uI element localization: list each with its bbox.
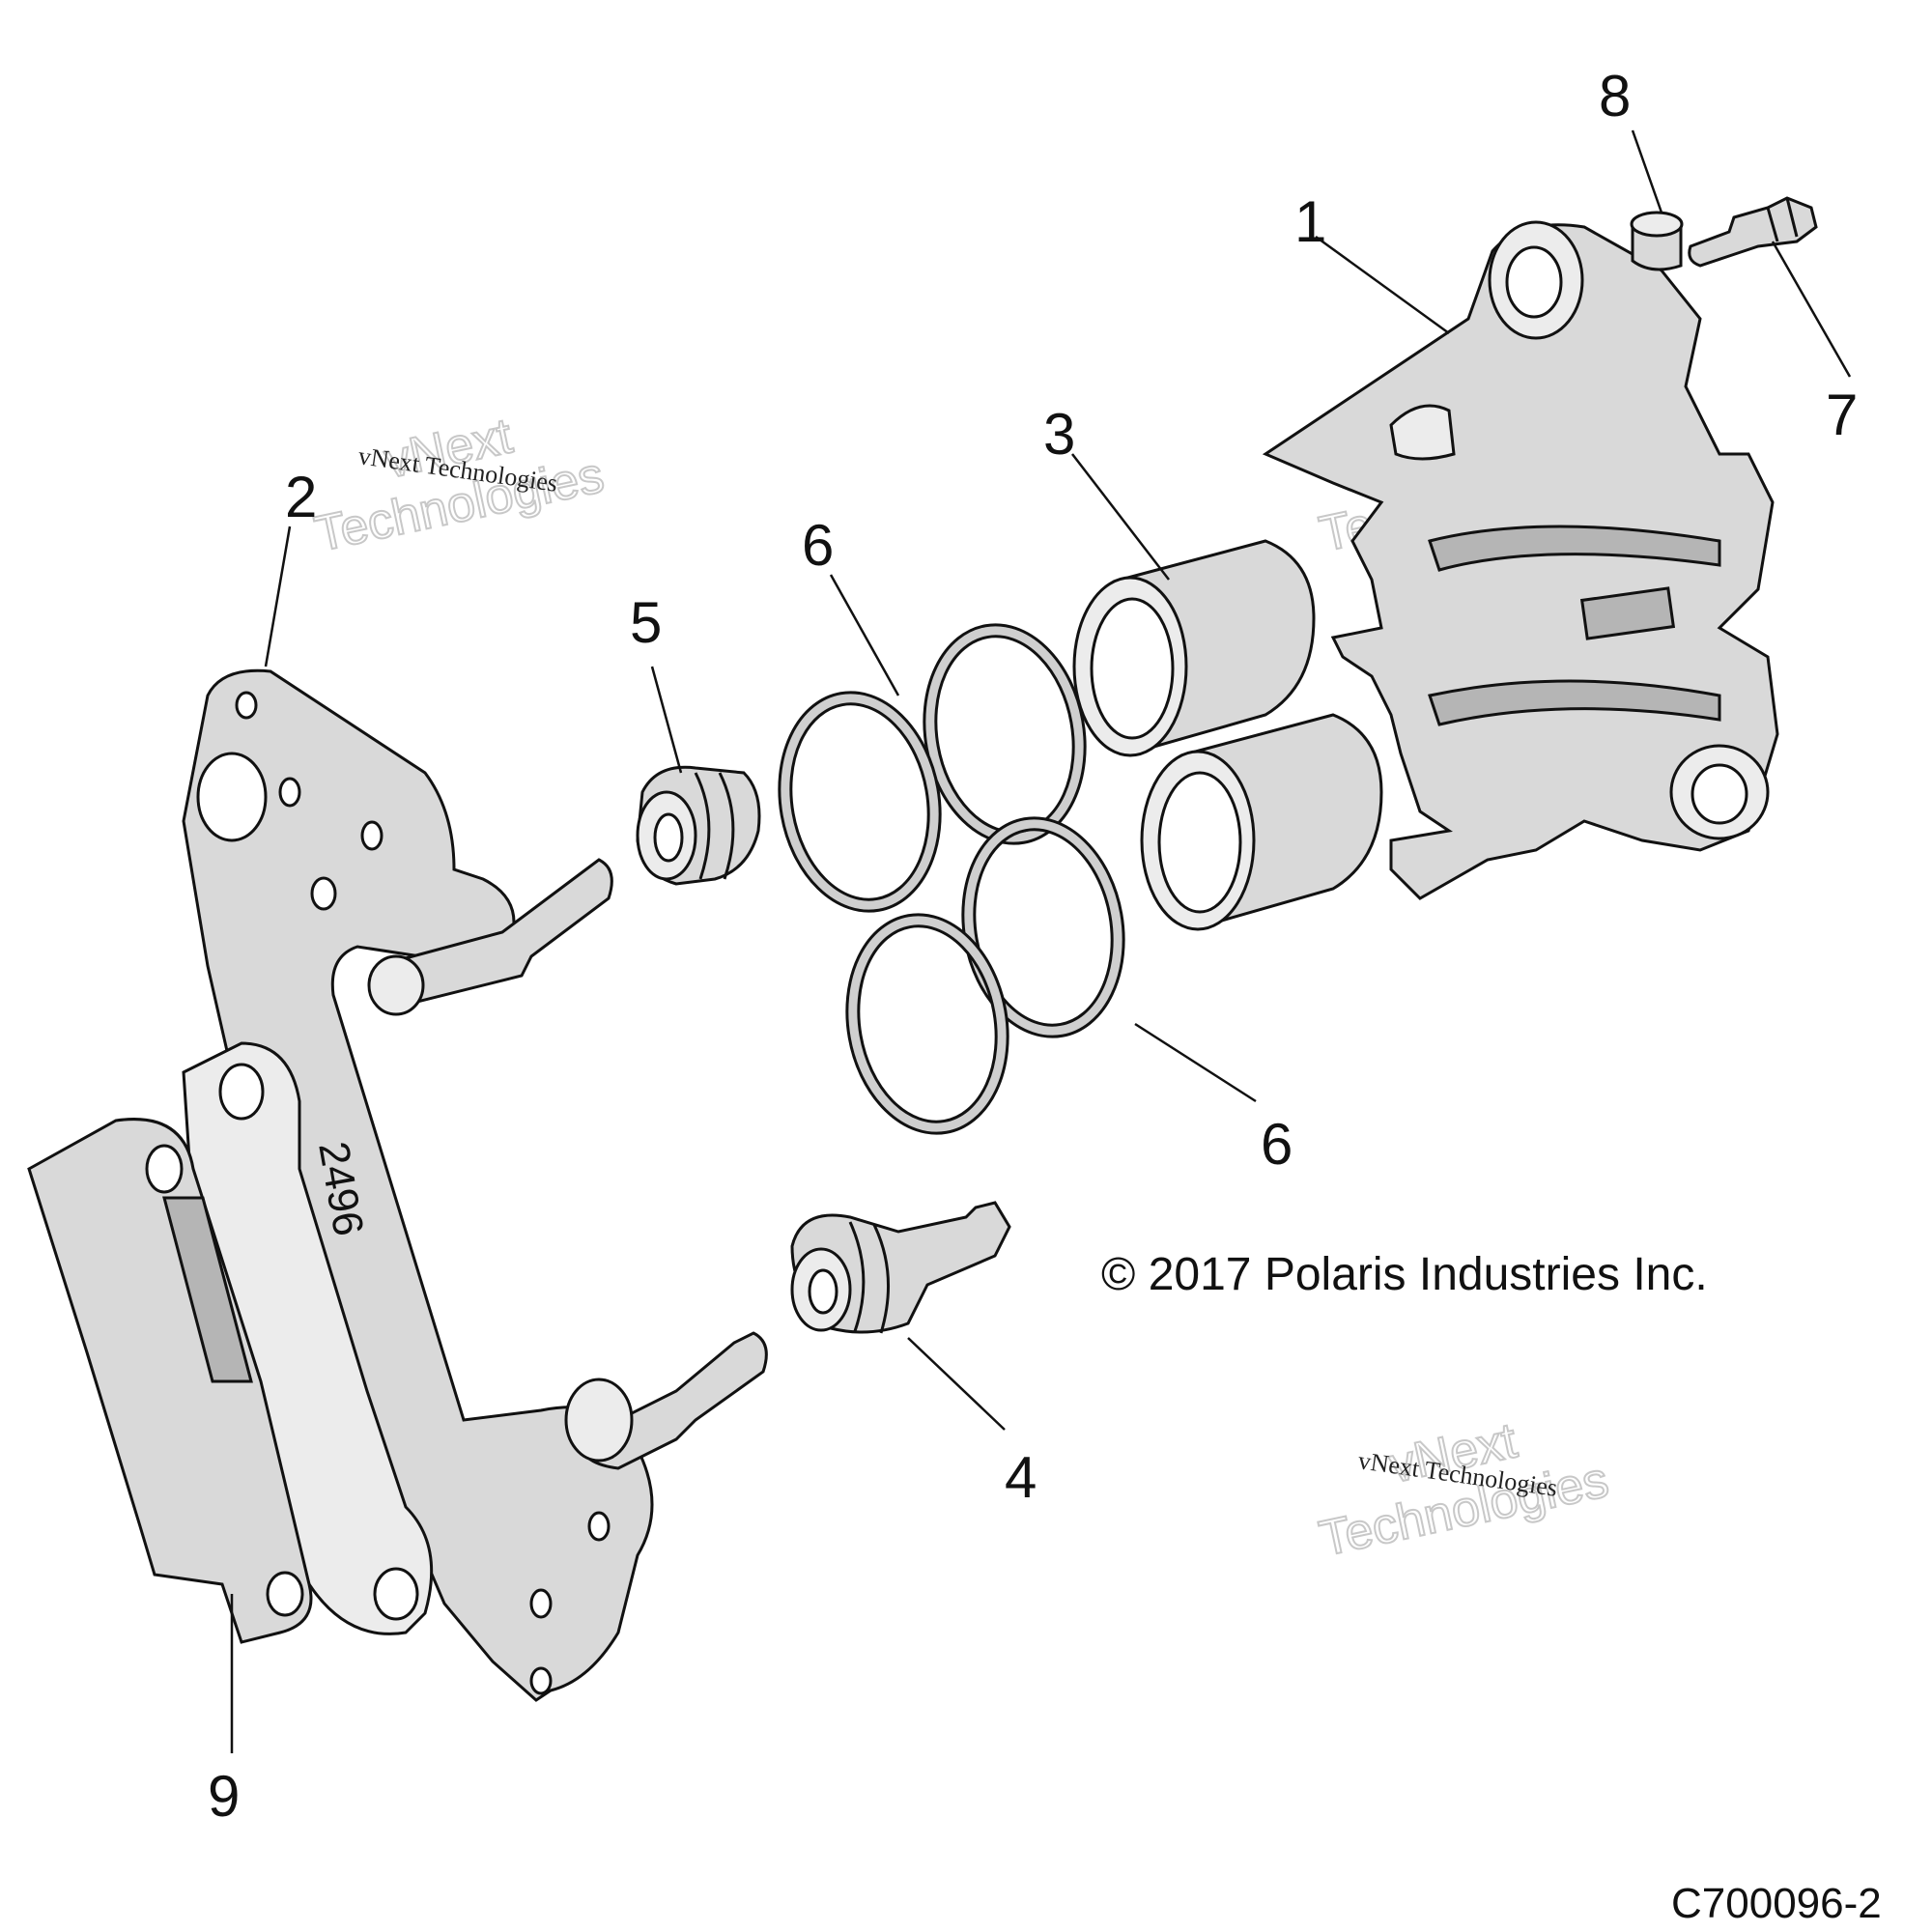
watermark-bottom-right: vNext Technologies vNext Technologies (1314, 1411, 1614, 1568)
guide-pin (790, 1201, 1011, 1334)
bleeder-cap (1630, 211, 1684, 271)
seal-lower-left (845, 913, 1009, 1135)
seal-lower-right (961, 816, 1125, 1038)
pin-boot (636, 765, 761, 886)
seal-upper-left (778, 691, 942, 913)
watermark-top-left: vNext Technologies vNext Technologies (309, 407, 610, 563)
bracket-pin-lower (564, 1331, 768, 1470)
caliper-bracket: 2496 (182, 668, 654, 1702)
drawing-number: C700096-2 (1671, 1880, 1882, 1927)
copyright-notice: © 2017 Polaris Industries Inc. (1101, 1249, 1708, 1300)
callout-9: 9 (208, 1764, 240, 1829)
callout-4: 4 (1005, 1445, 1037, 1510)
callout-7: 7 (1826, 383, 1858, 447)
piston-lower (1140, 713, 1383, 931)
callout-3: 3 (1043, 402, 1075, 467)
piston-upper (1072, 539, 1316, 757)
callout-6-lower: 6 (1261, 1112, 1293, 1177)
bleeder-screw (1688, 196, 1818, 268)
callout-1: 1 (1294, 189, 1326, 254)
caliper-body (1262, 220, 1779, 900)
callout-2: 2 (285, 465, 317, 529)
callout-labels: 1 2 3 4 5 6 6 7 8 9 (208, 64, 1858, 1829)
callout-5: 5 (630, 590, 662, 655)
callout-8: 8 (1599, 64, 1631, 128)
callout-6-upper: 6 (802, 513, 834, 578)
bracket-pin-upper (367, 858, 613, 1016)
brake-pad-assembly (27, 1041, 434, 1644)
leader-lines (230, 129, 1852, 1753)
